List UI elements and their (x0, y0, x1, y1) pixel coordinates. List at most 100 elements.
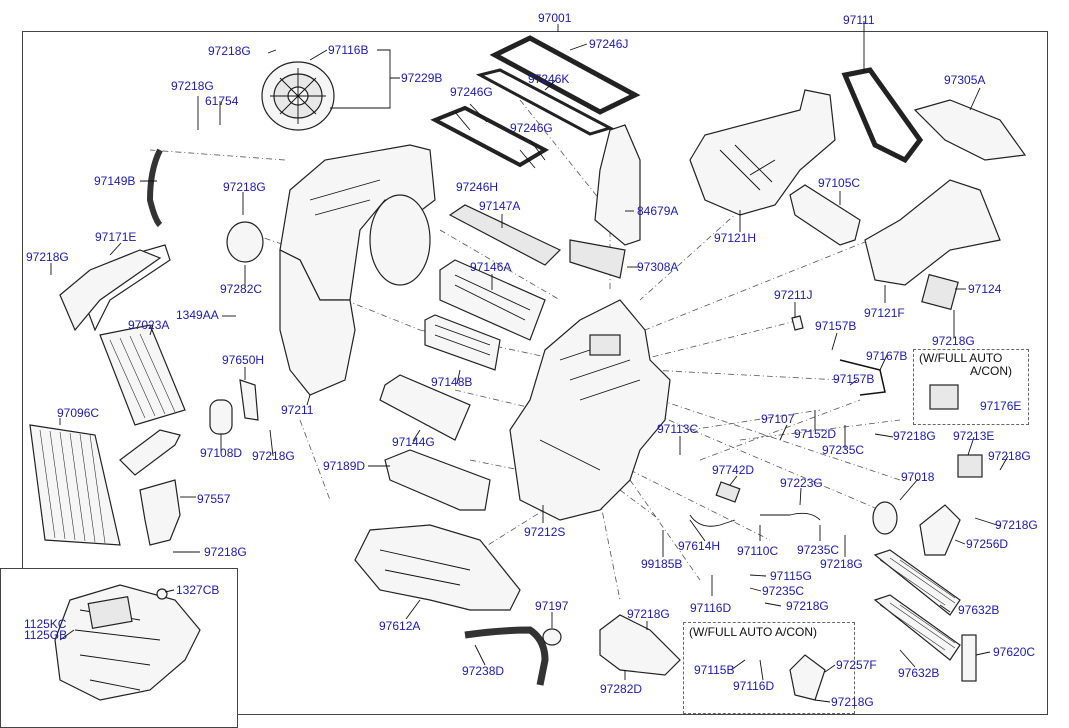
label-84679a: 84679A (637, 204, 679, 218)
label-97305a: 97305A (944, 73, 986, 87)
actuator-97176e-drawing (929, 384, 959, 410)
label-97148b: 97148B (431, 375, 473, 389)
label-97176e: 97176E (980, 399, 1022, 413)
label-97218g-8: 97218G (988, 449, 1031, 463)
label-97218g-10: 97218G (820, 557, 863, 571)
label-97121h: 97121H (714, 231, 757, 245)
label-97632b-2: 97632B (898, 666, 940, 680)
label-97116d-1: 97116D (690, 601, 732, 615)
assembly-guide-lines (149, 99, 901, 601)
label-97124: 97124 (968, 282, 1002, 296)
label-97256d: 97256D (966, 537, 1009, 551)
label-97246h: 97246H (456, 180, 499, 194)
actuator-97018-drawing (872, 501, 898, 535)
label-97018: 97018 (901, 470, 935, 484)
grommet-97197-drawing (542, 628, 562, 646)
label-97157b-1: 97157B (815, 319, 857, 333)
label-1125gb: 1125GB (24, 628, 68, 642)
label-97144g: 97144G (392, 435, 435, 449)
gasket-97108d-drawing (209, 399, 233, 435)
label-97246k: 97246K (528, 72, 570, 86)
bracket-97557-drawing (139, 479, 181, 546)
label-61754: 61754 (205, 94, 239, 108)
panel-97305a-drawing (913, 99, 1027, 161)
label-97116b: 97116B (328, 43, 369, 57)
label-97612a: 97612A (379, 619, 421, 633)
label-97620c: 97620C (993, 645, 1036, 659)
label-97223g: 97223G (780, 476, 823, 490)
full-auto-acon-note-1-line1: (W/FULL AUTO (919, 351, 1003, 365)
main-assembly-frame (22, 31, 1048, 715)
upper-case-drawing (279, 144, 436, 396)
leader-lines (50, 21, 1009, 703)
clip-97211j-drawing (791, 315, 804, 331)
sensor-97742d-drawing (715, 481, 741, 503)
label-97282c: 97282C (220, 282, 263, 296)
filter-97147a-drawing (448, 204, 562, 266)
label-97218g-4: 97218G (26, 250, 69, 264)
blower-motor-drawing (261, 61, 335, 131)
filter-97146a-drawing (439, 259, 546, 341)
label-97211j: 97211J (774, 288, 813, 302)
label-97157b-2: 97157B (833, 372, 875, 386)
label-97218g-1: 97218G (208, 44, 251, 58)
label-97282d: 97282D (600, 682, 643, 696)
label-1349aa: 1349AA (176, 308, 219, 322)
label-97218g-13: 97218G (627, 607, 670, 621)
label-97235c-3: 97235C (762, 584, 805, 598)
drain-hose-97149b-drawing (146, 148, 163, 228)
label-97116d-2: 97116D (733, 679, 775, 693)
hose-97238d-drawing (464, 626, 549, 686)
duct-97282d-drawing (599, 614, 681, 676)
actuator-97282c-drawing (226, 221, 264, 263)
label-97229b: 97229B (401, 71, 443, 85)
full-auto-acon-box-bottom (683, 622, 855, 714)
label-97246g-2: 97246G (510, 121, 553, 135)
label-97121f: 97121F (864, 306, 905, 320)
label-97218g-2: 97218G (171, 79, 214, 93)
label-97111: 97111 (843, 13, 875, 27)
label-97108d: 97108D (200, 446, 243, 460)
label-97189d: 97189D (323, 459, 366, 473)
label-97742d: 97742D (712, 463, 755, 477)
label-97023a: 97023A (128, 318, 170, 332)
label-97147a: 97147A (479, 199, 521, 213)
label-97238d: 97238D (462, 664, 505, 678)
label-97212s: 97212S (524, 525, 566, 539)
label-97113c: 97113C (657, 422, 699, 436)
label-97632b-1: 97632B (958, 603, 1000, 617)
label-97167b: 97167B (866, 349, 908, 363)
filter-seal-drawing (430, 35, 641, 169)
duct-97121f-drawing (864, 179, 1001, 286)
label-97115g: 97115G (770, 569, 812, 583)
filter-97111-drawing (841, 67, 924, 164)
label-97246j: 97246J (589, 37, 629, 51)
actuator-97256d-drawing (919, 504, 961, 556)
label-97218g-11: 97218G (204, 545, 247, 559)
label-97614h: 97614H (678, 539, 721, 553)
label-97110c: 97110C (737, 544, 779, 558)
label-97235c-1: 97235C (822, 443, 865, 457)
full-auto-acon-note-1-line2: A/CON) (970, 364, 1012, 378)
label-97146a: 97146A (470, 260, 512, 274)
full-auto-acon-note-2: (W/FULL AUTO A/CON) (689, 625, 818, 639)
lower-case-drawing (509, 299, 671, 521)
label-97257f: 97257F (836, 658, 877, 672)
heater-core-drawing (59, 244, 186, 426)
label-97308a: 97308A (637, 260, 679, 274)
label-97197: 97197 (535, 599, 569, 613)
label-97218g-7: 97218G (252, 449, 295, 463)
inset-assembly-drawing (54, 584, 201, 701)
cover-97189d-drawing (384, 449, 491, 511)
label-97115b: 97115B (694, 663, 735, 677)
label-97107: 97107 (761, 412, 795, 426)
label-97001: 97001 (538, 11, 572, 25)
actuator-97124-drawing (921, 273, 959, 311)
label-97218g-9: 97218G (995, 518, 1038, 532)
label-97218g-6: 97218G (893, 429, 936, 443)
pad-97308a-drawing (569, 239, 626, 279)
label-97557: 97557 (197, 492, 231, 506)
label-97218g-3: 97218G (223, 180, 266, 194)
label-99185b: 99185B (641, 557, 683, 571)
